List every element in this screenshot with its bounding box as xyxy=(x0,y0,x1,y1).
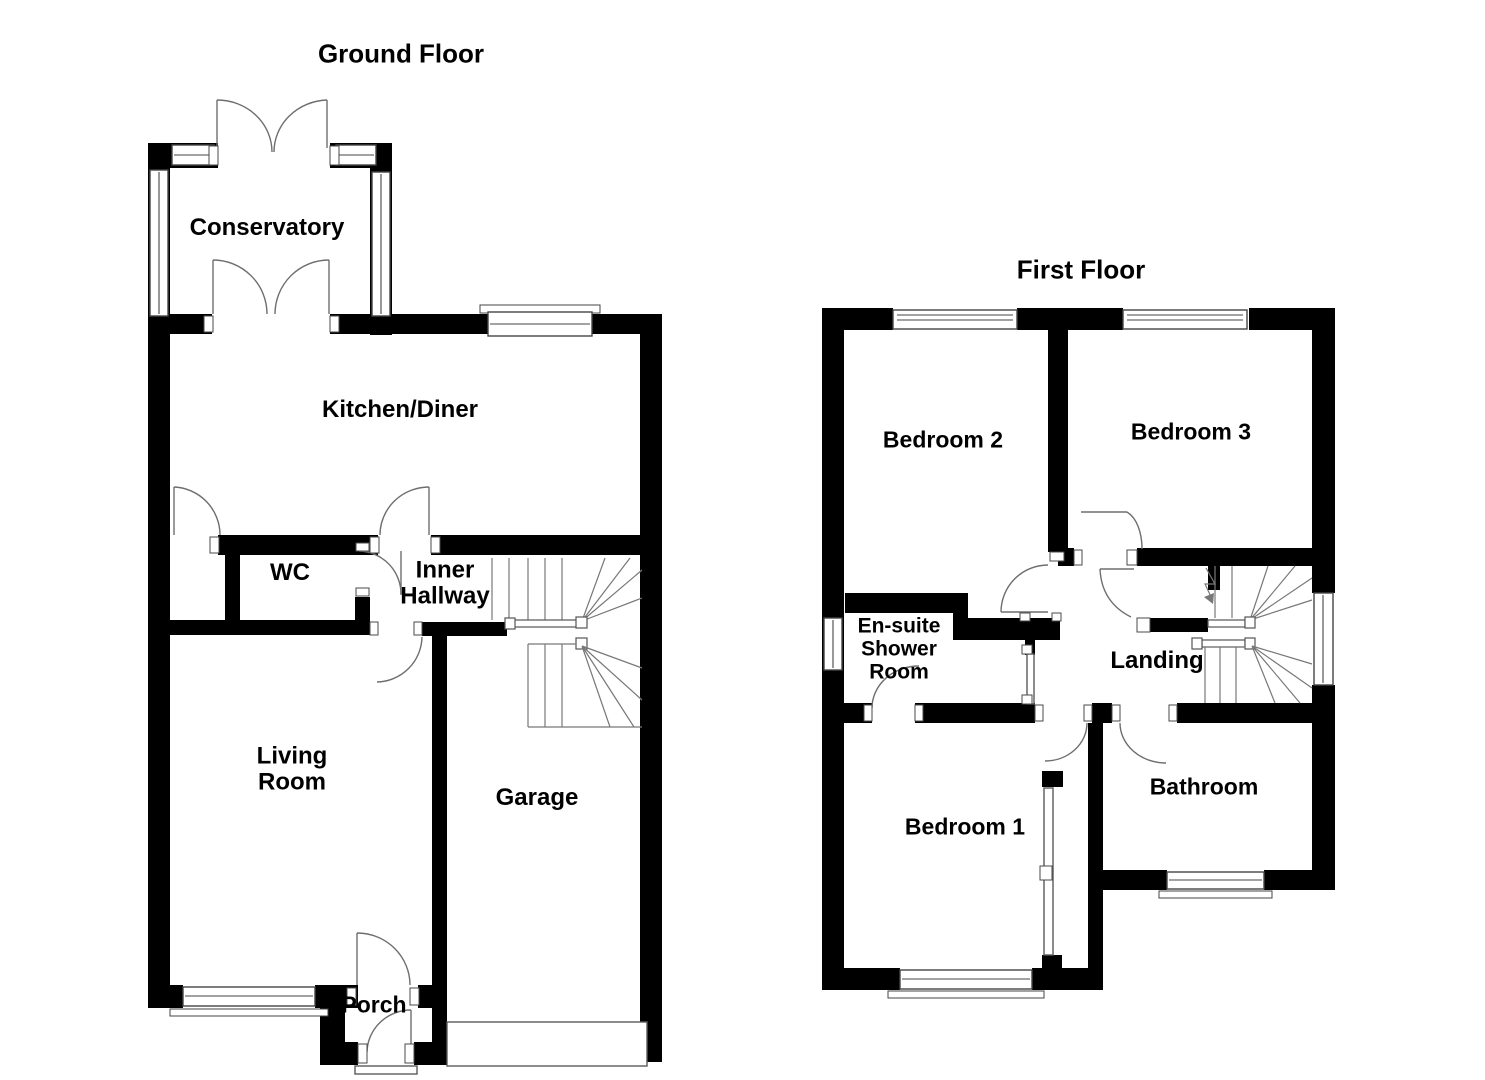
ground-floor-doors xyxy=(173,99,648,1075)
room-label-garage: Garage xyxy=(495,783,579,811)
garage-door xyxy=(446,1021,648,1067)
first-floor-doors xyxy=(871,511,1167,956)
first-floor-door-jambs xyxy=(863,549,1178,722)
first-floor-stairs xyxy=(1191,565,1313,704)
room-label-ensuite: En-suite Shower Room xyxy=(857,614,941,684)
ground-floor-title: Ground Floor xyxy=(317,38,485,69)
room-label-living-room: Living Room xyxy=(256,742,328,796)
ground-floor-walls xyxy=(148,143,662,1065)
room-label-conservatory: Conservatory xyxy=(189,213,345,241)
room-label-bedroom2: Bedroom 2 xyxy=(882,426,1004,453)
ground-floor-stairs xyxy=(491,557,643,728)
first-floor-windows xyxy=(823,309,1334,999)
room-label-wc: WC xyxy=(270,558,310,586)
stairs-up-arrow xyxy=(1204,567,1217,602)
ground-floor-door-jambs xyxy=(203,145,441,1064)
room-label-landing: Landing xyxy=(1110,646,1204,674)
first-floor-title: First Floor xyxy=(1016,254,1146,285)
room-label-porch: Porch xyxy=(341,991,407,1018)
room-label-inner-hallway: Inner Hallway xyxy=(400,556,490,610)
room-label-bedroom1: Bedroom 1 xyxy=(904,813,1026,840)
room-label-bathroom: Bathroom xyxy=(1149,773,1259,800)
room-label-kitchen-diner: Kitchen/Diner xyxy=(321,395,479,423)
ground-floor-windows xyxy=(149,144,601,1017)
room-label-bedroom3: Bedroom 3 xyxy=(1130,418,1252,445)
front-door-threshold xyxy=(354,1065,418,1075)
